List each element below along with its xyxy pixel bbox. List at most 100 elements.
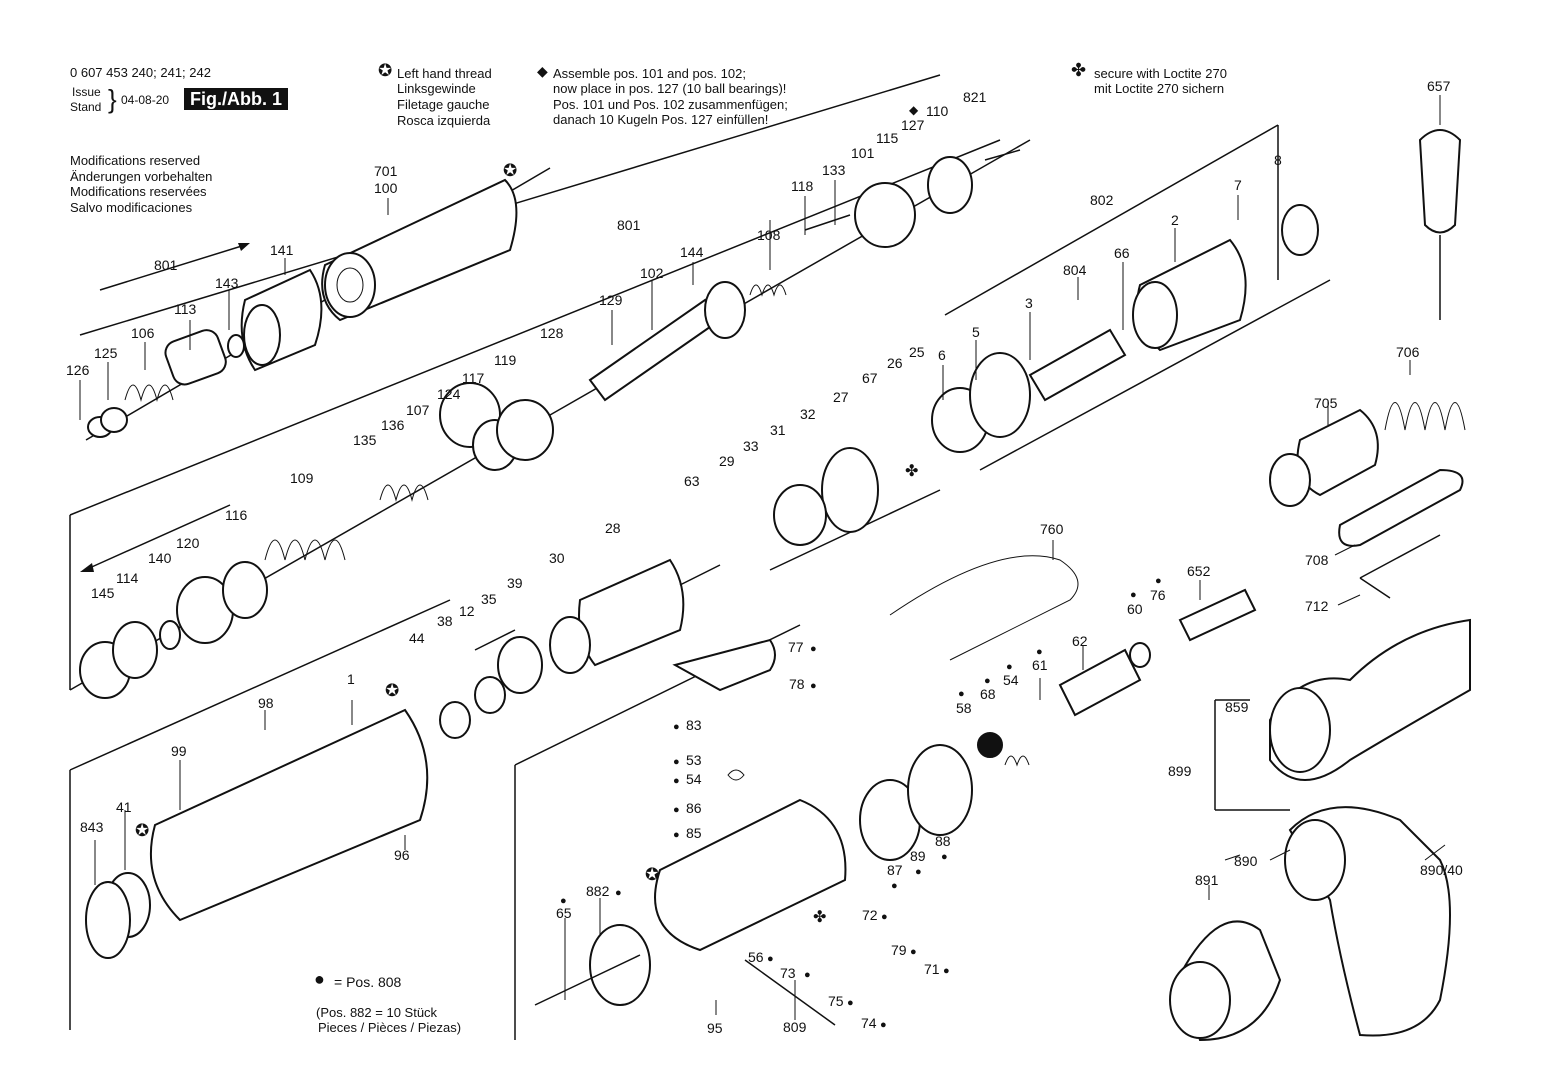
bullet-icon: ● [941, 851, 948, 863]
star-icon: ✪ [503, 161, 517, 180]
bullet-icon: ● [804, 969, 811, 981]
callout-66: 66 [1114, 245, 1130, 261]
callout-128: 128 [540, 325, 564, 341]
callout-108: 108 [757, 227, 781, 243]
bullet-icon: ● [881, 911, 888, 923]
callout-706: 706 [1396, 344, 1420, 360]
legend-pieces-2: Pieces / Pièces / Piezas) [318, 1020, 462, 1035]
assemble-note-3: Pos. 101 und Pos. 102 zusammenfügen; [553, 97, 788, 112]
issue-date: 04-08-20 [121, 93, 170, 107]
left-thread-es: Rosca izquierda [397, 113, 491, 128]
callout-129: 129 [599, 292, 623, 308]
callout-891: 891 [1195, 872, 1219, 888]
issue-label: Issue [72, 85, 101, 99]
callout-78: 78 [789, 676, 805, 692]
callout-125: 125 [94, 345, 118, 361]
callout-83: 83 [686, 717, 702, 733]
callout-809: 809 [783, 1019, 807, 1035]
star-icon: ✪ [135, 821, 149, 840]
callout-8: 8 [1274, 152, 1282, 168]
callout-127: 127 [901, 117, 925, 133]
bullet-icon: ● [767, 953, 774, 965]
bullet-icon: ● [673, 756, 680, 768]
callout-62: 62 [1072, 633, 1088, 649]
clover-icon: ✤ [813, 909, 826, 926]
callout-29: 29 [719, 453, 735, 469]
callout-802: 802 [1090, 192, 1114, 208]
left-thread-fr: Filetage gauche [397, 97, 490, 112]
callout-27: 27 [833, 389, 849, 405]
bullet-icon: ● [560, 895, 567, 907]
clover-icon: ✤ [905, 463, 918, 480]
stand-label: Stand [70, 100, 102, 114]
callout-98: 98 [258, 695, 274, 711]
callout-115: 115 [876, 130, 899, 146]
callout-801-b: 801 [617, 217, 641, 233]
callout-145: 145 [91, 585, 115, 601]
callout-54-b: 54 [686, 771, 702, 787]
callout-7: 7 [1234, 177, 1242, 193]
callout-5: 5 [972, 324, 980, 340]
bullet-icon: ● [891, 880, 898, 892]
markers: ✪ ✪ ✪ ✪ ◆ ✤ ✤ ● ● ● ● ● ● ● ● ● ● ● ● ● … [135, 103, 1162, 1031]
callout-804: 804 [1063, 262, 1087, 278]
callout-136: 136 [381, 417, 405, 433]
callout-44: 44 [409, 630, 425, 646]
bullet-icon: ● [943, 965, 950, 977]
star-icon: ✪ [645, 865, 659, 884]
callout-54-a: 54 [1003, 672, 1019, 688]
callout-117: 117 [462, 370, 485, 386]
modifications-fr: Modifications reservées [70, 184, 207, 199]
callout-140: 140 [148, 550, 172, 566]
callout-79: 79 [891, 942, 907, 958]
diamond-icon: ◆ [909, 103, 919, 117]
callout-68: 68 [980, 686, 996, 702]
callout-859: 859 [1225, 699, 1249, 715]
left-thread-en: Left hand thread [397, 66, 492, 81]
callout-96: 96 [394, 847, 410, 863]
bullet-icon: ● [880, 1019, 887, 1031]
callout-141: 141 [270, 242, 294, 258]
callout-107: 107 [406, 402, 430, 418]
callout-33: 33 [743, 438, 759, 454]
callout-801: 801 [154, 257, 178, 273]
clover-icon: ✤ [1071, 60, 1087, 80]
callout-890-40: 890/40 [1420, 862, 1463, 878]
bullet-icon: ● [673, 721, 680, 733]
callout-120: 120 [176, 535, 200, 551]
bullet-icon: ● [958, 688, 965, 700]
callout-25: 25 [909, 344, 925, 360]
callout-58: 58 [956, 700, 972, 716]
assemble-note-1: Assemble pos. 101 and pos. 102; [553, 66, 746, 81]
callout-712: 712 [1305, 598, 1329, 614]
callout-95: 95 [707, 1020, 723, 1036]
bullet-icon: ● [984, 675, 991, 687]
callout-32: 32 [800, 406, 816, 422]
callout-65: 65 [556, 905, 572, 921]
callout-143: 143 [215, 275, 239, 291]
brace: } [108, 84, 117, 114]
callout-109: 109 [290, 470, 314, 486]
callout-6: 6 [938, 347, 946, 363]
bullet-icon: ● [1130, 589, 1137, 601]
bullet-icon: ● [673, 829, 680, 841]
callout-26: 26 [887, 355, 903, 371]
callout-41: 41 [116, 799, 132, 815]
callout-75: 75 [828, 993, 844, 1009]
callout-87: 87 [887, 862, 903, 878]
callout-67: 67 [862, 370, 878, 386]
callout-56: 56 [748, 949, 764, 965]
callout-77: 77 [788, 639, 804, 655]
bullet-icon: ● [673, 775, 680, 787]
callout-701: 701 [374, 163, 398, 179]
modifications-en: Modifications reserved [70, 153, 201, 168]
callout-3: 3 [1025, 295, 1033, 311]
callout-12: 12 [459, 603, 475, 619]
bullet-icon: ● [1006, 661, 1013, 673]
callout-135: 135 [353, 432, 377, 448]
callout-30: 30 [549, 550, 565, 566]
bullet-icon: ● [1155, 575, 1162, 587]
callout-53: 53 [686, 752, 702, 768]
callout-705: 705 [1314, 395, 1338, 411]
